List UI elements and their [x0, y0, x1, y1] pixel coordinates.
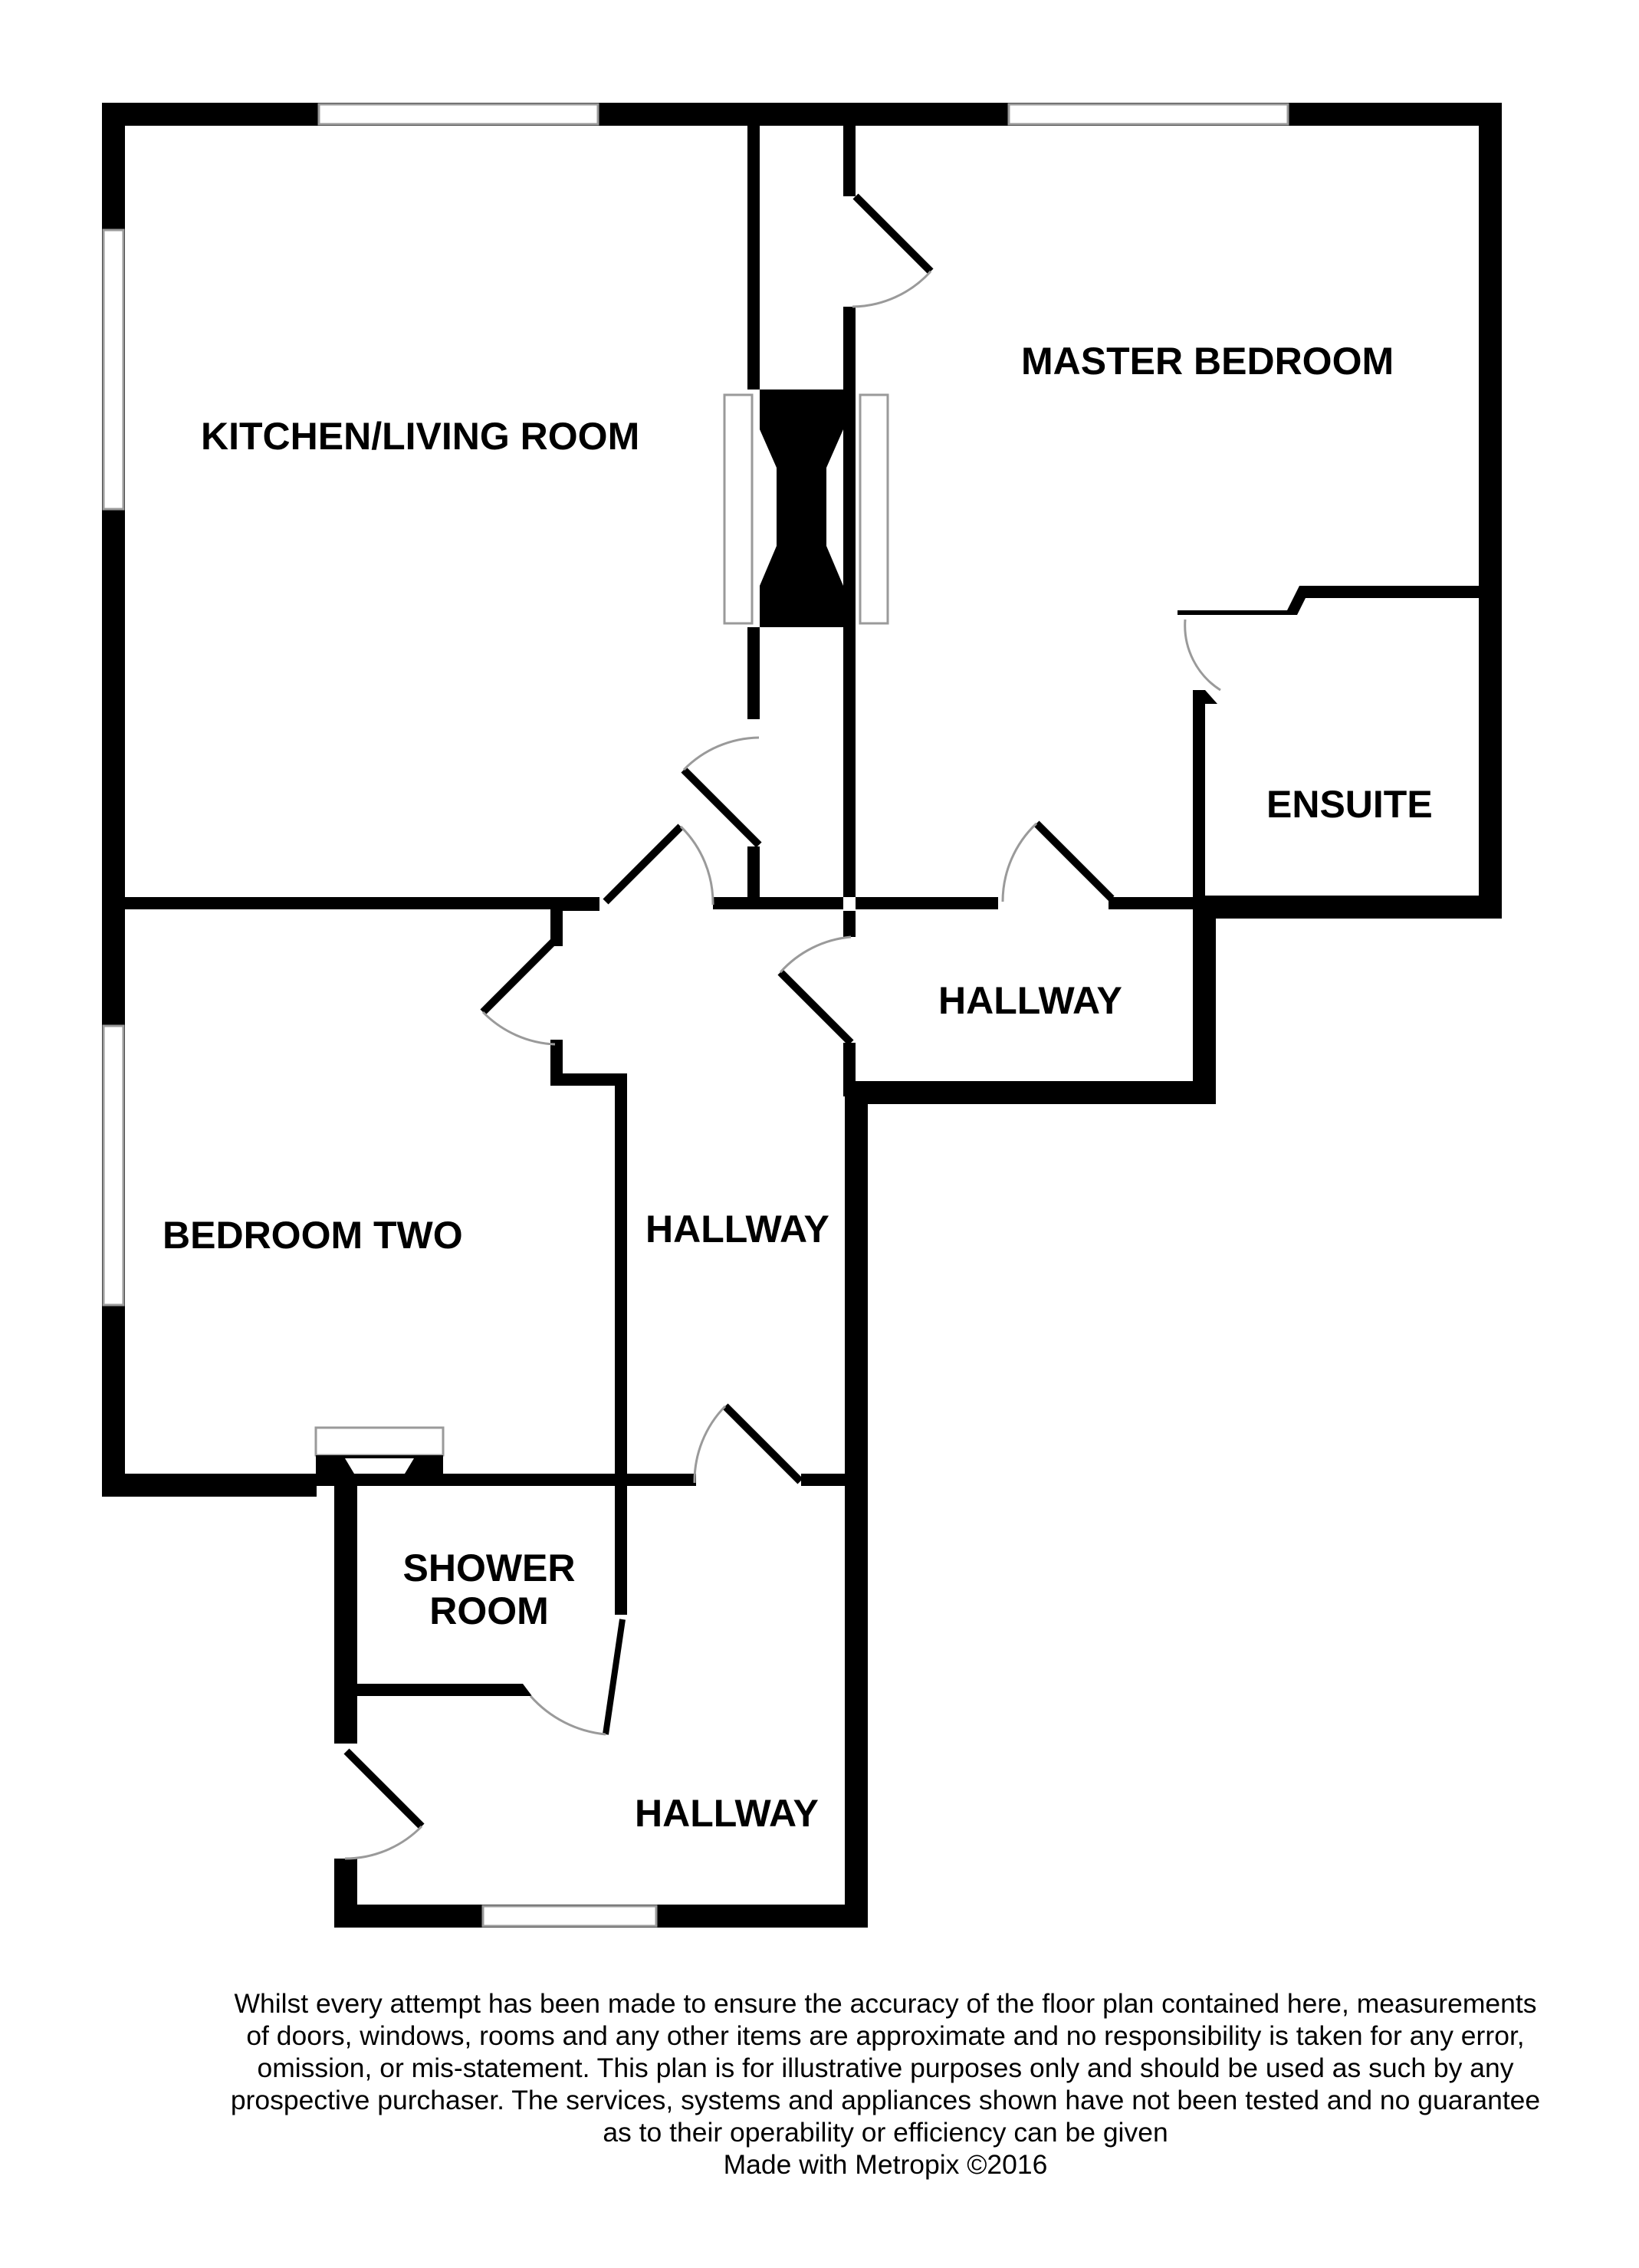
window-master-top — [1007, 103, 1289, 126]
wall-kitchen-master-b — [747, 627, 760, 719]
wall-hallway-right — [1193, 896, 1216, 1104]
door-ensuite-arc — [1184, 619, 1221, 692]
wall-hallway-bottom — [845, 1081, 1216, 1104]
wall-master-left-b — [843, 307, 856, 897]
disclaimer-line: as to their operability or efficiency ca… — [603, 2117, 1168, 2148]
wall-shower-bottom — [334, 1684, 523, 1696]
chimney-frames — [723, 393, 889, 625]
door-master-arc — [1001, 822, 1038, 902]
disclaimer-line: of doors, windows, rooms and any other i… — [246, 2020, 1525, 2051]
door-hallway-upper-leaf — [777, 969, 854, 1046]
wall-top — [102, 103, 1502, 126]
wall-lower-left-b — [334, 1859, 357, 1928]
wall-ensuite-top — [1299, 586, 1502, 598]
wall-ensuite-corner — [1285, 586, 1312, 615]
door-front-arc — [344, 1825, 423, 1860]
wall-master-left-d — [843, 1043, 856, 1096]
disclaimer-line: omission, or mis-statement. This plan is… — [257, 2053, 1514, 2083]
door-hallway-upper-arc — [779, 935, 852, 974]
wall-corridor-left — [615, 1073, 627, 1615]
label-kitchen-living-room: KITCHEN/LIVING ROOM — [201, 415, 639, 458]
wall-ensuite-top-b — [1178, 610, 1292, 615]
wall-bedroom-two-right-c — [550, 1073, 627, 1086]
wall-kitchen-bottom-a — [102, 897, 599, 909]
wall-master-bottom-a — [856, 897, 998, 909]
disclaimer: Whilst every attempt has been made to en… — [184, 1987, 1587, 2181]
window-kitchen-left — [102, 228, 125, 511]
label-hallway-upper: HALLWAY — [938, 979, 1122, 1022]
wall-kitchen-master-c — [747, 846, 760, 897]
window-bedroom-two-bottom — [314, 1426, 445, 1457]
door-bedroom-two-leaf — [480, 934, 561, 1015]
door-kitchen-arc — [679, 825, 714, 906]
wall-kitchen-bottom-b — [553, 897, 599, 911]
door-front-leaf — [343, 1748, 425, 1829]
chimney-breast — [760, 390, 843, 627]
label-hallway-lower: HALLWAY — [635, 1792, 819, 1835]
wall-ensuite-left-cap — [1193, 690, 1217, 704]
label-bedroom-two: BEDROOM TWO — [163, 1214, 463, 1257]
wall-fixture-basin — [345, 1458, 414, 1474]
wall-shower-bottom-cap — [512, 1684, 532, 1696]
wall-bedroom-two-bottom-right — [801, 1474, 868, 1486]
wall-fixture — [316, 1455, 443, 1486]
chimney-frame-right — [859, 393, 889, 625]
wall-master-left-c — [843, 911, 856, 937]
door-master-leaf — [1033, 820, 1115, 902]
window-kitchen-top — [317, 103, 599, 126]
wall-kitchen-master-a — [747, 126, 760, 390]
door-kitchen-closet-leaf — [681, 767, 762, 848]
label-master-bedroom: MASTER BEDROOM — [1021, 340, 1394, 383]
room-labels: KITCHEN/LIVING ROOM MASTER BEDROOM ENSUI… — [163, 340, 1433, 1835]
wall-ensuite-left — [1193, 690, 1205, 908]
door-shower-arc — [529, 1695, 606, 1736]
wall-ensuite-bottom — [1196, 896, 1502, 919]
credit-text: Made with Metropix ©2016 — [723, 2149, 1048, 2180]
wall-bedroom-two-right-b — [550, 1040, 563, 1083]
door-kitchen-closet-arc — [682, 736, 760, 771]
door-kitchen-leaf — [603, 823, 684, 905]
label-hallway-middle: HALLWAY — [645, 1208, 829, 1251]
doors — [343, 193, 1221, 1860]
chimney-frame-left — [723, 393, 754, 625]
windows — [102, 103, 1289, 1928]
wall-bedroom-two-bottom-thick — [102, 1474, 317, 1497]
door-bedroom-two-arc — [481, 1011, 556, 1046]
door-shower-leaf — [603, 1619, 626, 1735]
wall-master-bottom-b — [1109, 897, 1204, 909]
wall-lower-left-a — [334, 1484, 357, 1744]
door-lower-hallway-arc — [693, 1405, 727, 1484]
window-hallway-bottom — [481, 1905, 658, 1928]
wall-bedroom-two-right-a — [550, 897, 563, 946]
disclaimer-line: Whilst every attempt has been made to en… — [234, 1988, 1537, 2019]
label-shower-room-line1: SHOWER — [403, 1547, 576, 1589]
window-bedroom-two-left — [102, 1024, 125, 1307]
disclaimer-line: prospective purchaser. The services, sys… — [230, 2085, 1541, 2115]
door-lower-hallway-leaf — [722, 1403, 803, 1484]
wall-master-left-a — [843, 126, 856, 196]
wall-corridor-right — [845, 1081, 868, 1928]
door-master-closet-leaf — [852, 193, 934, 274]
label-ensuite: ENSUITE — [1266, 783, 1433, 826]
door-master-closet-arc — [852, 270, 932, 308]
wall-right — [1479, 103, 1502, 919]
label-shower-room-line2: ROOM — [429, 1589, 549, 1632]
wall-kitchen-bottom-c — [713, 897, 843, 909]
